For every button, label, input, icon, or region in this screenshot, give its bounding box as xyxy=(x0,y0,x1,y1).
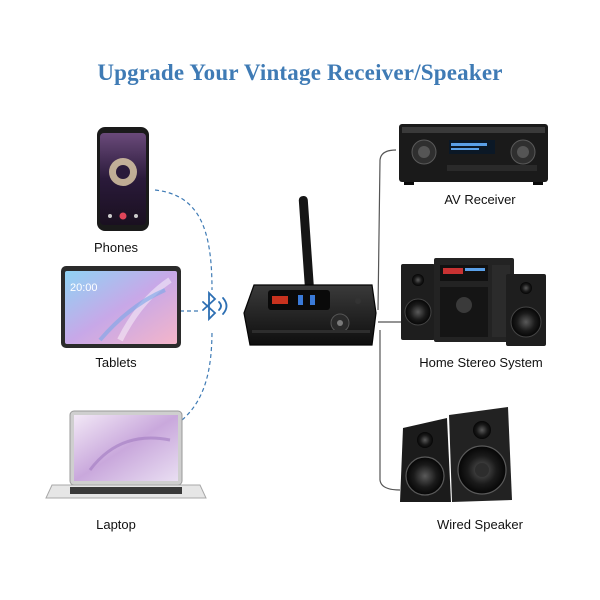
wired-speaker-label: Wired Speaker xyxy=(437,517,523,532)
phones-label: Phones xyxy=(93,240,139,255)
page-title: Upgrade Your Vintage Receiver/Speaker xyxy=(97,60,503,85)
home-stereo-label: Home Stereo System xyxy=(419,355,543,370)
phone-icon xyxy=(97,127,149,231)
tablet-clock: 20:00 xyxy=(70,282,98,294)
receiver-wire xyxy=(377,149,397,311)
laptop-link-line xyxy=(181,329,213,421)
phone-link-line xyxy=(154,189,213,291)
av-receiver-label: AV Receiver xyxy=(444,192,516,207)
laptop-icon xyxy=(45,410,207,499)
wireless-links xyxy=(154,189,213,421)
transmitter-icon xyxy=(243,196,377,346)
bluetooth-icon xyxy=(202,290,228,322)
laptop-label: Laptop xyxy=(96,517,136,532)
av-receiver-icon xyxy=(399,124,548,185)
wired-links xyxy=(377,149,402,491)
stereo-system-icon xyxy=(401,258,546,346)
speaker-icon xyxy=(400,407,512,502)
tablets-label: Tablets xyxy=(95,355,137,370)
speaker-wire xyxy=(379,330,401,491)
tablet-icon: 20:00 xyxy=(61,266,181,348)
